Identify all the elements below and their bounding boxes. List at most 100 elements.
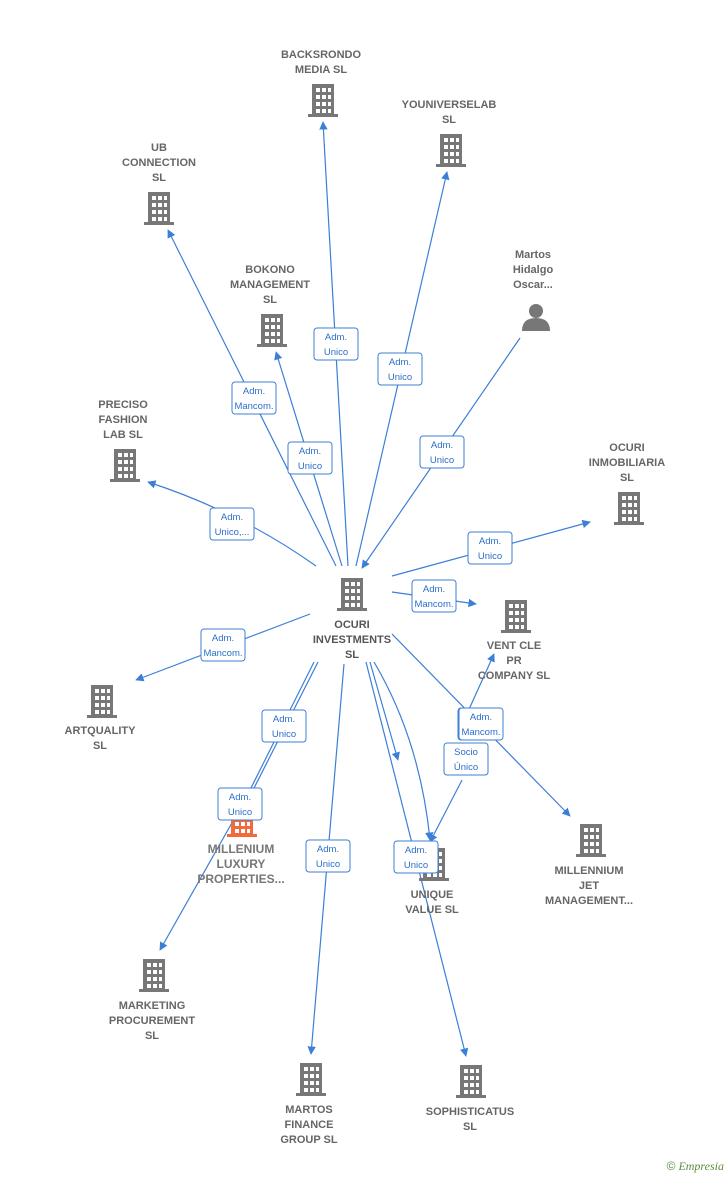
node-label: SL (93, 740, 107, 752)
edge-label-box (467, 531, 513, 565)
edge-label[interactable]: Adm. Unico (313, 327, 359, 361)
node-artquality[interactable]: ARTQUALITY SL (65, 685, 137, 752)
edge-label-box (411, 579, 457, 613)
edge-label-box (443, 742, 489, 776)
edge-label-text: Unico (324, 347, 348, 358)
node-label: MANAGEMENT... (545, 895, 633, 907)
edge-line (465, 653, 495, 717)
edge-label-box (261, 709, 307, 743)
node-label: SL (442, 114, 456, 126)
edge-label-text: Adm. (221, 512, 243, 523)
edge-label-text: Adm. (243, 386, 265, 397)
edge-label[interactable]: Adm.Unico (467, 531, 513, 565)
node-youniverse[interactable]: YOUNIVERSELAB SL (402, 99, 497, 167)
node-label: Hidalgo (513, 264, 554, 276)
edge-label-text: Único (454, 762, 478, 773)
edge-label[interactable]: Adm.Unico (305, 839, 351, 873)
node-preciso[interactable]: PRECISO FASHION LAB SL (98, 399, 148, 482)
edge-label-text: Unico,... (215, 527, 250, 538)
edge-label[interactable]: Adm.Unico (261, 709, 307, 743)
edge-label-text: Mancom. (461, 727, 500, 738)
node-label: COMPANY SL (478, 670, 551, 682)
node-martos-person[interactable]: MartosHidalgoOscar... (513, 249, 554, 331)
edge-label[interactable]: Adm. Unico (217, 787, 263, 821)
building-icon (139, 959, 169, 992)
edge-label-text: Adm. (299, 446, 321, 457)
edge-label-box (209, 507, 255, 541)
node-ventcle[interactable]: VENT CLE PR COMPANY SL (478, 600, 551, 682)
node-label: FINANCE (285, 1119, 334, 1131)
node-label: INMOBILIARIA (589, 457, 665, 469)
node-label: YOUNIVERSELAB (402, 99, 497, 111)
edge-label-text: Adm. (325, 332, 347, 343)
node-label: SL (620, 472, 634, 484)
edge-label-box (313, 327, 359, 361)
edge-label[interactable]: Adm.Unico (393, 840, 439, 874)
brand-watermark: ©Empresia (667, 1159, 724, 1174)
node-label: VALUE SL (405, 904, 459, 916)
edge-label-text: Adm. (479, 536, 501, 547)
copyright-icon: © (666, 1159, 676, 1173)
edge-label-text: Socio (454, 747, 478, 758)
node-label: MILLENNIUM (554, 865, 623, 877)
edge-label-text: Unico (228, 807, 252, 818)
building-icon (257, 314, 287, 347)
node-label: MILLENIUM (208, 842, 275, 856)
node-label: PR (506, 655, 521, 667)
node-label: LAB SL (103, 429, 143, 441)
building-icon (576, 824, 606, 857)
edge-label-box (419, 435, 465, 469)
edge-label-text: Mancom. (414, 599, 453, 610)
edge-label-text: Adm. (389, 357, 411, 368)
node-label: MARTOS (285, 1104, 332, 1116)
node-label: SOPHISTICATUS (426, 1106, 514, 1118)
node-label: GROUP SL (280, 1134, 338, 1146)
node-label: PRECISO (98, 399, 148, 411)
edge-label-text: Adm. (229, 792, 251, 803)
building-icon (144, 192, 174, 225)
building-icon (308, 84, 338, 117)
node-millennium-jet[interactable]: MILLENNIUM JET MANAGEMENT... (545, 824, 633, 907)
node-martos-fin[interactable]: MARTOS FINANCE GROUP SL (280, 1063, 338, 1146)
node-label: SL (263, 294, 277, 306)
node-label: BOKONO (245, 264, 295, 276)
edge-label[interactable]: Adm.Mancom. (458, 707, 504, 741)
edge-label-text: Adm. (405, 845, 427, 856)
edge-label[interactable]: Adm.Mancom. (231, 381, 277, 415)
edge-label-box (393, 840, 439, 874)
edge-label-text: Mancom. (203, 648, 242, 659)
edge-label-box (200, 628, 246, 662)
node-label: LUXURY (217, 857, 266, 871)
edge-label-box (377, 352, 423, 386)
edge-label[interactable]: Adm. Mancom. (200, 628, 246, 662)
edge-label-box (305, 839, 351, 873)
edge-label[interactable]: Adm. Unico,... (209, 507, 255, 541)
edge-label-text: Adm. (212, 633, 234, 644)
building-icon (456, 1065, 486, 1098)
node-label: VENT CLE (487, 640, 541, 652)
node-label: JET (579, 880, 599, 892)
edge-line-extra-2 (369, 661, 400, 761)
edge-label[interactable]: Adm.Unico (419, 435, 465, 469)
edge-label[interactable]: Adm.Mancom. (411, 579, 457, 613)
node-millenium-lux[interactable]: MILLENIUMLUXURYPROPERTIES... (197, 804, 285, 886)
node-label: FASHION (99, 414, 148, 426)
edge-line-extra-1 (373, 661, 434, 841)
edge-label[interactable]: Adm.Unico (377, 352, 423, 386)
edge-label-text: Adm. (431, 440, 453, 451)
edge-label[interactable]: Adm.Unico (287, 441, 333, 475)
brand-name: Empresia (678, 1159, 724, 1173)
node-label: ARTQUALITY (65, 725, 137, 737)
node-label: BACKSRONDO (281, 49, 362, 61)
edge-label-text: Unico (316, 859, 340, 870)
